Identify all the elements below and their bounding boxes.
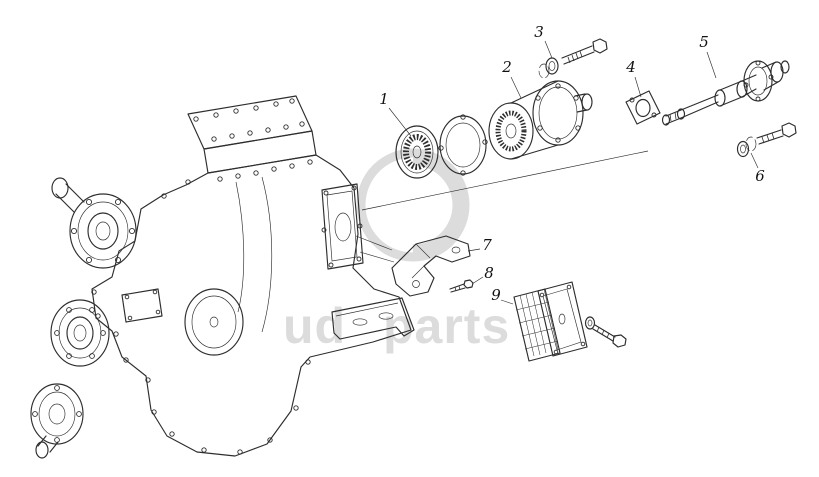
- watermark-emblem-arc: [412, 156, 462, 254]
- upper-flange: [51, 177, 137, 269]
- part-6-bolt-washers: [736, 122, 797, 158]
- gearbox-housing: [91, 95, 415, 457]
- part-4-gasket: [625, 90, 661, 125]
- top-cover: [187, 95, 317, 174]
- callout-label-8: 8: [484, 264, 494, 282]
- watermark: ud parts: [283, 148, 510, 354]
- housing-body-outline: [91, 154, 412, 457]
- lower-flange: [30, 383, 84, 459]
- retainer-ring: [438, 114, 488, 176]
- part-3-bolt-washer: [538, 38, 608, 79]
- callout-label-2: 2: [501, 58, 512, 76]
- cover-gasket: [513, 288, 561, 362]
- part-1-splined-bushing: [395, 125, 439, 179]
- callout-label-1: 1: [379, 90, 389, 108]
- cover-bolt-washer: [584, 316, 627, 348]
- callout-label-9: 9: [491, 286, 501, 304]
- callout-label-5: 5: [699, 33, 709, 51]
- callout-label-7: 7: [482, 236, 492, 254]
- side-plate: [121, 288, 163, 323]
- explode-construction-lines: [355, 150, 649, 263]
- part-7-bracket: [391, 235, 471, 297]
- cover-plate: [537, 281, 588, 357]
- front-round-cover: [184, 288, 244, 356]
- callout-label-6: 6: [755, 167, 765, 185]
- watermark-text-right: parts: [383, 298, 510, 354]
- middle-flange: [50, 299, 110, 367]
- part-2-coupling-assembly: [488, 80, 593, 160]
- part-9-cover-assembly: [513, 281, 627, 362]
- callout-labels: 1 2 3 4 5 6 7 8 9: [379, 23, 765, 304]
- watermark-text-left: ud: [283, 298, 346, 354]
- pto-mounting-boss: [321, 183, 364, 270]
- left-output-flanges: [30, 177, 137, 459]
- part-8-bolt: [449, 279, 474, 293]
- callout-leader-lines: [388, 40, 759, 305]
- mounting-foot: [331, 297, 415, 340]
- part-5-flange-shaft: [661, 60, 790, 126]
- callout-label-3: 3: [534, 23, 544, 41]
- callout-label-4: 4: [625, 58, 636, 76]
